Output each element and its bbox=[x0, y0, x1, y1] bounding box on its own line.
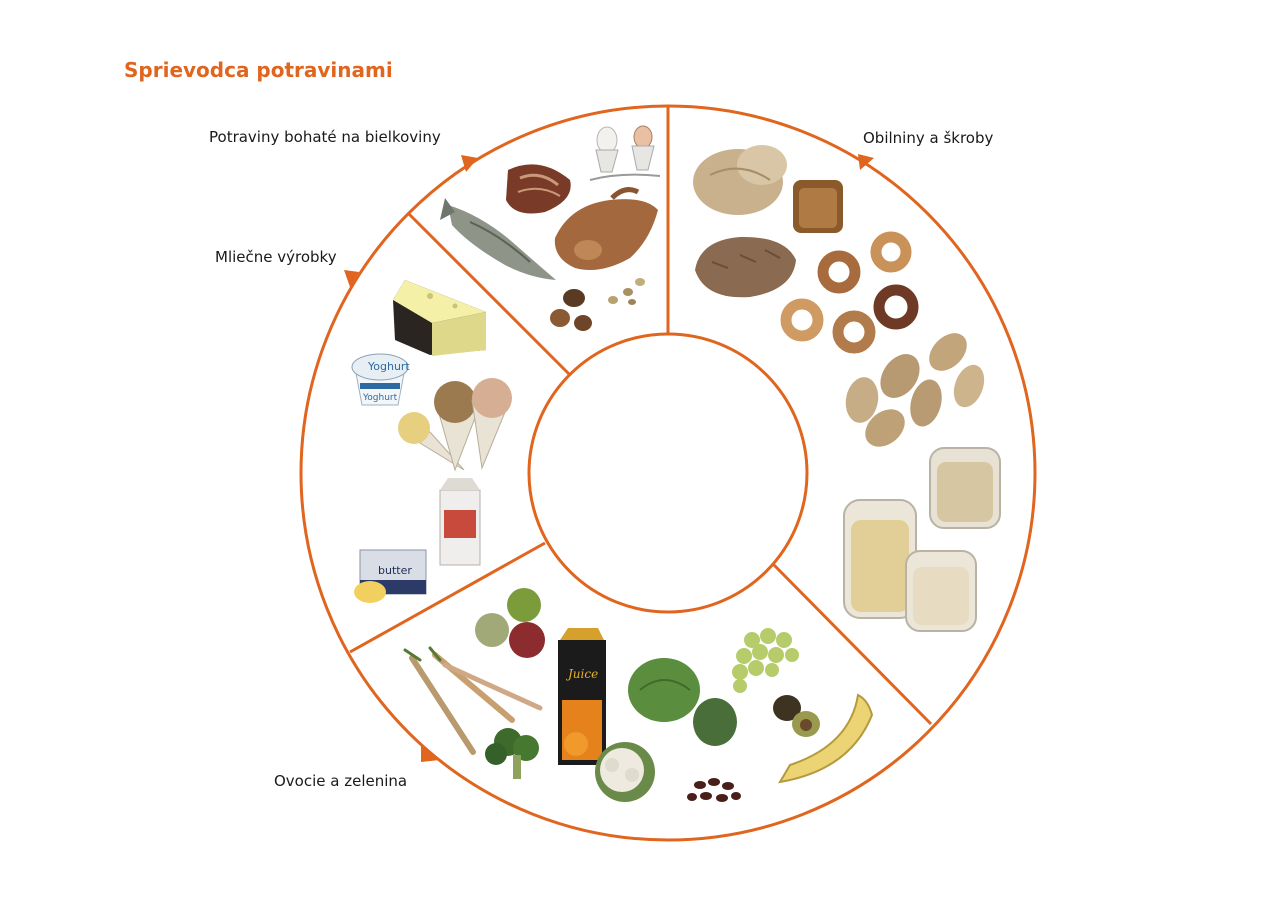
milk-carton-illustration bbox=[439, 478, 481, 566]
juice-carton-illustration: Juice bbox=[558, 628, 606, 765]
wheel-inner-ring bbox=[527, 332, 809, 614]
ice-cream-illustration bbox=[398, 378, 512, 472]
pasta-jars-illustration bbox=[843, 447, 1001, 632]
grapes-illustration bbox=[732, 628, 799, 693]
cauliflower-illustration bbox=[595, 742, 655, 802]
page-title: Sprievodca potravinami bbox=[124, 58, 393, 82]
apples-illustration bbox=[475, 588, 545, 658]
wheel-structure bbox=[299, 104, 1037, 842]
divider-dairy-fruit bbox=[349, 541, 546, 654]
carrots-illustration bbox=[403, 646, 543, 755]
bread-loaf-illustration bbox=[693, 145, 787, 215]
segment-label-dairy: Mliečne výrobky bbox=[215, 248, 337, 266]
chicken-illustration bbox=[554, 187, 658, 271]
marker-dairy bbox=[344, 270, 359, 287]
fish-illustration bbox=[440, 198, 556, 280]
cheese-illustration bbox=[393, 280, 486, 356]
grain-foods bbox=[693, 145, 1001, 632]
yoghurt-illustration: Yoghurt Yoghurt bbox=[351, 353, 410, 406]
brown-bread-illustration bbox=[695, 236, 796, 298]
protein-foods bbox=[440, 125, 661, 331]
nuts-illustration bbox=[550, 278, 645, 331]
segment-label-grains: Obilniny a škroby bbox=[863, 129, 994, 147]
bagels-illustration bbox=[780, 231, 919, 354]
toast-illustration bbox=[793, 180, 843, 233]
juice-label: Juice bbox=[565, 667, 598, 681]
egg-cups-illustration bbox=[589, 125, 661, 181]
banana-illustration bbox=[778, 693, 874, 784]
broccoli-illustration bbox=[485, 728, 539, 779]
divider-protein-dairy bbox=[407, 212, 572, 377]
butter-label: butter bbox=[378, 564, 412, 577]
dairy-foods: Yoghurt Yoghurt butter bbox=[351, 280, 512, 603]
fruit-vegetable-foods: Juice bbox=[403, 588, 874, 802]
avocado-illustration bbox=[773, 695, 820, 737]
segment-label-fruit-veg: Ovocie a zelenina bbox=[274, 772, 408, 790]
steak-illustration bbox=[506, 164, 571, 214]
divider-grains-fruit bbox=[772, 563, 933, 726]
marker-grains bbox=[858, 154, 874, 170]
butter-illustration: butter bbox=[354, 549, 427, 603]
potatoes-illustration bbox=[845, 333, 985, 447]
raisins-illustration bbox=[687, 778, 741, 802]
segment-label-protein: Potraviny bohaté na bielkoviny bbox=[209, 128, 441, 146]
yoghurt-lid-label: Yoghurt bbox=[367, 360, 410, 373]
marker-protein bbox=[461, 155, 478, 172]
yoghurt-tub-label: Yoghurt bbox=[362, 393, 398, 403]
lettuce-illustration bbox=[628, 658, 737, 746]
marker-fruit-veg bbox=[421, 743, 440, 762]
segment-markers bbox=[344, 154, 874, 762]
